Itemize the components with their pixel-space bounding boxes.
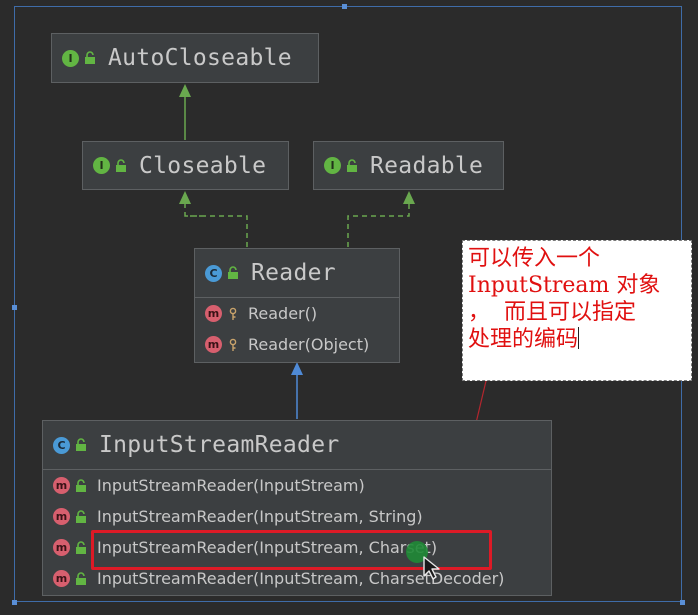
interface-icon: I (62, 49, 79, 67)
text-cursor (578, 327, 580, 349)
class-name: AutoCloseable (108, 45, 292, 71)
constructor-row[interactable]: m InputStreamReader(InputStream, Charset… (43, 563, 551, 594)
inputstreamreader-node[interactable]: C InputStreamReader m InputStreamReader(… (42, 420, 552, 596)
selection-handle[interactable] (342, 4, 347, 9)
public-lock-icon (76, 478, 86, 492)
interface-icon: I (93, 157, 110, 174)
reader-node[interactable]: C Reader m Reader() m Reader(Object) (194, 248, 400, 363)
public-lock-icon (228, 266, 238, 279)
method-icon: m (53, 539, 70, 556)
annotation-line: ， 而且可以指定 (468, 300, 636, 325)
arrowhead-icon (179, 84, 191, 97)
readable-node[interactable]: I Readable (313, 141, 504, 190)
public-lock-icon (76, 438, 86, 451)
edge-reader-readable (347, 203, 410, 247)
arrowhead-icon (291, 362, 303, 375)
interface-icon: I (324, 157, 341, 174)
method-icon: m (53, 508, 70, 525)
constructor-row-highlighted[interactable]: m InputStreamReader(InputStream, Charset… (43, 532, 551, 563)
annotation-line: InputStream 对象 (468, 273, 661, 298)
protected-key-icon (229, 307, 237, 320)
click-indicator (406, 541, 428, 563)
mouse-pointer-icon (423, 556, 440, 580)
class-icon: C (53, 436, 70, 454)
method-label: InputStreamReader(InputStream, String) (97, 507, 423, 526)
closeable-node[interactable]: I Closeable (82, 141, 289, 190)
public-lock-icon (76, 509, 86, 523)
edge-reader-closeable (184, 203, 248, 247)
constructor-row[interactable]: m InputStreamReader(InputStream) (43, 470, 551, 501)
method-row[interactable]: m Reader() (195, 298, 399, 329)
annotation-line: 处理的编码 (468, 326, 687, 353)
method-icon: m (53, 570, 70, 587)
method-label: InputStreamReader(InputStream) (97, 476, 365, 495)
arrowhead-icon (179, 191, 191, 204)
abstract-class-icon: C (205, 264, 222, 282)
arrowhead-icon (403, 191, 415, 204)
class-name: Closeable (139, 152, 267, 179)
class-name: InputStreamReader (99, 432, 340, 458)
highlight-box (91, 530, 492, 570)
autocloseable-node[interactable]: I AutoCloseable (51, 33, 319, 83)
divider (43, 469, 551, 470)
annotation-note[interactable]: 可以传入一个 InputStream 对象 ， 而且可以指定 处理的编码 (462, 240, 692, 381)
method-label: InputStreamReader(InputStream, CharsetDe… (97, 569, 505, 588)
constructor-row[interactable]: m InputStreamReader(InputStream, String) (43, 501, 551, 532)
selection-handle[interactable] (680, 600, 685, 605)
class-name: Readable (370, 152, 484, 179)
annotation-line: 可以传入一个 (468, 246, 601, 271)
divider (195, 297, 399, 298)
annotation-line-text: 处理的编码 (468, 327, 579, 352)
public-lock-icon (347, 158, 357, 172)
method-label: Reader(Object) (248, 335, 370, 354)
public-lock-icon (85, 51, 95, 64)
public-lock-icon (76, 571, 86, 585)
method-icon: m (53, 477, 70, 494)
method-icon: m (205, 336, 222, 353)
public-lock-icon (116, 158, 126, 172)
method-row[interactable]: m Reader(Object) (195, 329, 399, 360)
method-icon: m (205, 305, 222, 322)
selection-handle[interactable] (12, 600, 17, 605)
protected-key-icon (229, 338, 237, 351)
method-label: InputStreamReader(InputStream, Charset) (97, 538, 438, 557)
method-label: Reader() (248, 304, 318, 323)
selection-handle[interactable] (12, 305, 17, 310)
class-name: Reader (251, 260, 336, 286)
public-lock-icon (76, 540, 86, 554)
